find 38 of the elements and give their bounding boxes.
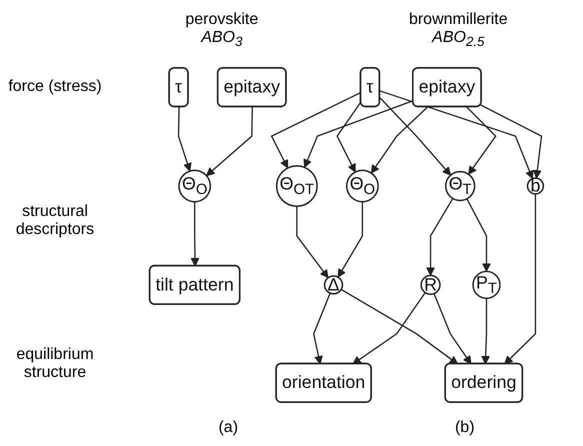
arrow xyxy=(178,106,192,172)
column-heading: ABO$_{3}$ xyxy=(201,28,242,50)
column-heading: ABO$_{2.5}$ xyxy=(432,28,484,50)
column-heading: brownmillerite xyxy=(408,10,508,29)
arrow xyxy=(190,202,200,266)
arrow xyxy=(338,202,364,278)
node-circle: R xyxy=(420,274,441,296)
arrow xyxy=(340,288,458,364)
node-circle: Θ$_{OT}$ xyxy=(276,165,318,207)
arrow xyxy=(481,298,490,364)
arrow xyxy=(336,101,362,172)
panel-label: (a) xyxy=(218,419,238,437)
arrow xyxy=(433,293,472,364)
arrow xyxy=(304,100,414,168)
node-circle: Θ$_{O}$ xyxy=(178,170,212,202)
arrow xyxy=(480,104,542,179)
node-circle: Θ$_{O}$ xyxy=(346,170,379,202)
arrow xyxy=(380,90,534,180)
panel-label: (b) xyxy=(454,419,475,437)
arrow xyxy=(466,106,497,175)
arrow xyxy=(379,97,452,176)
arrow xyxy=(426,198,454,276)
node-circle: b xyxy=(526,177,544,195)
column-heading: perovskite xyxy=(185,10,258,29)
row-label: structural descriptors xyxy=(14,203,96,239)
row-label: force (stress) xyxy=(7,78,103,96)
row-label: equilibrium structure xyxy=(15,346,95,382)
arrow xyxy=(504,194,536,364)
arrow xyxy=(466,198,491,272)
node-circle: Δ xyxy=(324,275,344,295)
arrow xyxy=(296,206,329,278)
arrow xyxy=(313,292,331,364)
node-circle: P$_{T}$ xyxy=(472,270,501,300)
arrow xyxy=(352,292,426,364)
arrow xyxy=(270,92,362,168)
arrow xyxy=(206,106,253,176)
node-circle: Θ$_{T}$ xyxy=(444,170,476,202)
arrow xyxy=(370,106,428,174)
